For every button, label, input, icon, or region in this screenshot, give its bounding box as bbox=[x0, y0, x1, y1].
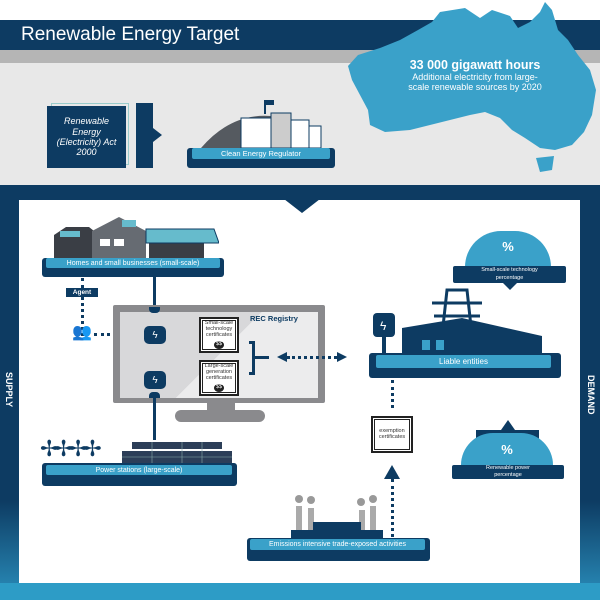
plug-icon bbox=[149, 392, 160, 398]
dollar-icon: $$ bbox=[213, 340, 225, 349]
large-cert-label: Large-scale generation certificates bbox=[204, 363, 234, 381]
eite-connector bbox=[391, 479, 394, 537]
homes-cable bbox=[153, 277, 156, 307]
trade-arrow-line bbox=[287, 356, 337, 359]
arrow-left-icon bbox=[277, 352, 287, 362]
arrow-right-icon bbox=[153, 128, 162, 142]
pointer-down-icon bbox=[503, 283, 517, 290]
arrow-up-icon bbox=[384, 465, 400, 479]
arrow-right-icon bbox=[337, 352, 347, 362]
solar-panels-icon bbox=[122, 442, 232, 464]
monitor-stand bbox=[207, 403, 235, 411]
plug-icon bbox=[149, 307, 160, 313]
agent-connector bbox=[81, 278, 84, 336]
homes-icon bbox=[54, 217, 219, 259]
small-cert-label: Small-scale technology certificates bbox=[204, 320, 234, 338]
bottom-band bbox=[0, 583, 600, 600]
bracket-stem bbox=[255, 356, 269, 359]
bolt-icon: ϟ bbox=[144, 326, 166, 344]
renewable-percentage-dome: % bbox=[461, 433, 553, 465]
exemption-connector bbox=[391, 380, 394, 408]
bolt-icon: ϟ bbox=[144, 371, 166, 389]
small-scale-percentage-box bbox=[453, 266, 566, 283]
liable-entities-label: Liable entities bbox=[376, 355, 551, 368]
small-scale-certificate: Small-scale technology certificates $$ bbox=[199, 317, 239, 353]
renewable-percentage-box bbox=[452, 465, 564, 479]
act-box: Renewable Energy (Electricity) Act 2000 bbox=[47, 106, 126, 168]
pointer-up-icon bbox=[501, 420, 515, 430]
australia-map bbox=[348, 2, 596, 172]
act-bar bbox=[136, 103, 153, 168]
supply-label: SUPPLY bbox=[4, 372, 14, 408]
target-description: Additional electricity from large-scale … bbox=[408, 72, 542, 92]
agent-arrow-line bbox=[94, 333, 116, 336]
target-callout: 33 000 gigawatt hours Additional electri… bbox=[370, 58, 580, 93]
page-title: Renewable Energy Target bbox=[21, 24, 240, 45]
homes-label: Homes and small businesses (small-scale) bbox=[46, 258, 220, 268]
parliament-building-icon bbox=[201, 100, 322, 149]
monitor-base bbox=[175, 410, 265, 422]
power-station-cable bbox=[153, 398, 156, 440]
small-scale-percentage-label: Small-scale technology percentage bbox=[481, 267, 538, 281]
liable-entities-icon: ϟ bbox=[373, 288, 542, 354]
svg-text:ϟ: ϟ bbox=[380, 319, 387, 333]
eite-label: Emissions intensive trade-exposed activi… bbox=[250, 539, 425, 550]
chevron-down-icon bbox=[284, 199, 320, 213]
agent-people-icon: 👥 bbox=[72, 324, 92, 341]
factory-icon bbox=[291, 495, 383, 538]
large-scale-certificate: Large-scale generation certificates $$ bbox=[199, 360, 239, 396]
exemption-certificate: exemption certificates bbox=[371, 416, 413, 453]
regulator-label: Clean Energy Regulator bbox=[192, 148, 330, 159]
bracket bbox=[249, 341, 255, 375]
dollar-icon: $$ bbox=[213, 383, 225, 392]
agent-badge: Agent bbox=[66, 288, 98, 297]
renewable-percentage-label: Renewable power percentage bbox=[485, 465, 531, 478]
registry-title: REC Registry bbox=[250, 314, 298, 323]
power-stations-label: Power stations (large-scale) bbox=[46, 465, 232, 475]
target-headline: 33 000 gigawatt hours bbox=[409, 58, 541, 72]
wind-turbine-icon: ✢✢✢✢ bbox=[40, 436, 102, 461]
demand-label: DEMAND bbox=[586, 375, 596, 415]
